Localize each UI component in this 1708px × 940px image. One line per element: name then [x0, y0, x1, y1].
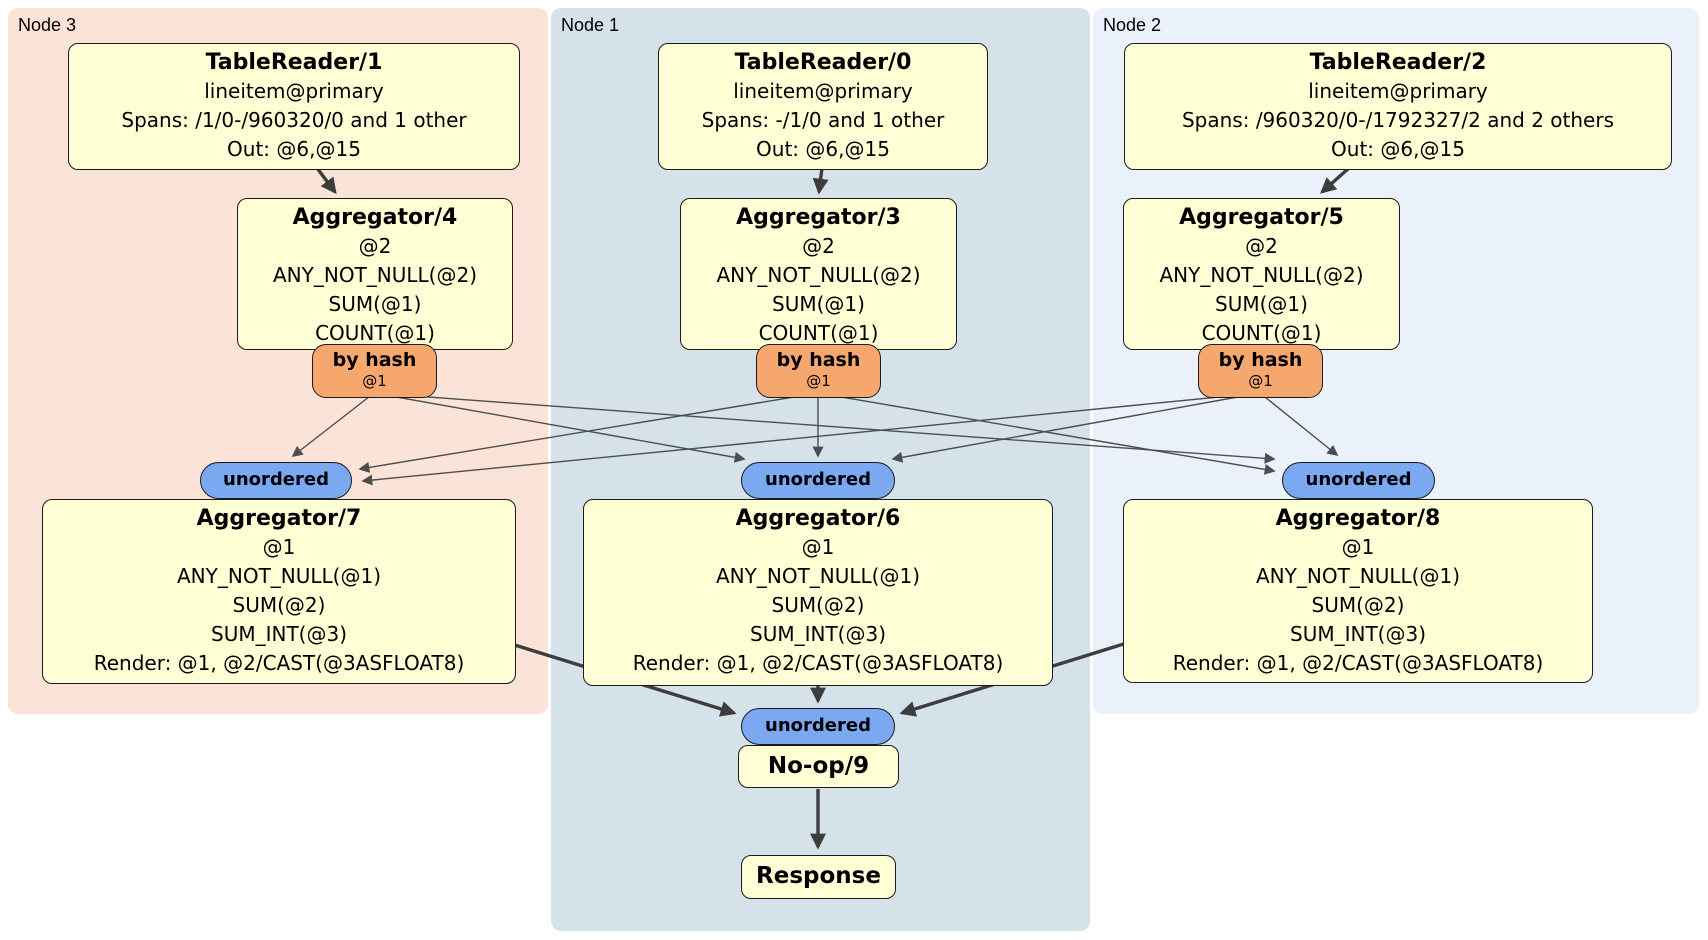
processor-noop: No-op/9: [738, 745, 899, 788]
processor-title: Aggregator/5: [1179, 205, 1344, 230]
processor-line: Spans: -/1/0 and 1 other: [701, 108, 945, 132]
processor-tablereader-2: TableReader/2 lineitem@primary Spans: /9…: [1124, 43, 1672, 170]
router-sublabel: @1: [1248, 372, 1273, 390]
processor-title: TableReader/0: [734, 50, 912, 75]
processor-title: Response: [756, 863, 881, 889]
processor-line: ANY_NOT_NULL(@1): [1256, 564, 1460, 588]
processor-aggregator-3: Aggregator/3 @2 ANY_NOT_NULL(@2) SUM(@1)…: [680, 198, 957, 350]
processor-title: Aggregator/6: [735, 506, 901, 531]
processor-line: @1: [801, 535, 835, 559]
processor-line: Render: @1, @2/CAST(@3ASFLOAT8): [1172, 651, 1544, 675]
processor-title: TableReader/2: [1309, 50, 1487, 75]
processor-line: Out: @6,@15: [1331, 137, 1465, 161]
router-by-hash-3: by hash @1: [756, 344, 881, 398]
processor-title: Aggregator/8: [1275, 506, 1441, 531]
processor-line: @2: [802, 234, 835, 258]
group-node-2-label: Node 2: [1103, 15, 1162, 35]
sync-unordered-agg8: unordered: [1282, 462, 1435, 499]
processor-line: SUM(@2): [1311, 593, 1405, 617]
sync-unordered-agg6: unordered: [741, 462, 895, 499]
router-by-hash-4: by hash @1: [312, 344, 437, 398]
processor-line: Spans: /960320/0-/1792327/2 and 2 others: [1181, 108, 1614, 132]
processor-title: Aggregator/4: [292, 205, 458, 230]
processor-line: lineitem@primary: [204, 79, 384, 103]
edge-tr2-agg5: [1320, 166, 1351, 194]
edge-tr0-agg3: [812, 167, 829, 195]
processor-aggregator-6: Aggregator/6 @1 ANY_NOT_NULL(@1) SUM(@2)…: [583, 499, 1053, 686]
processor-line: @2: [358, 234, 392, 258]
edge-router3-sync7: [358, 392, 819, 473]
processor-line: lineitem@primary: [733, 79, 913, 103]
processor-line: lineitem@primary: [1308, 79, 1488, 103]
router-sublabel: @1: [806, 372, 831, 390]
router-by-hash-5: by hash @1: [1198, 344, 1323, 398]
processor-aggregator-5: Aggregator/5 @2 ANY_NOT_NULL(@2) SUM(@1)…: [1123, 198, 1400, 350]
edge-router4-sync7: [291, 392, 375, 458]
router-sublabel: @1: [362, 372, 387, 390]
group-node-1-label: Node 1: [561, 15, 620, 35]
sync-label: unordered: [1305, 469, 1412, 490]
processor-title: Aggregator/3: [736, 205, 901, 230]
processor-aggregator-8: Aggregator/8 @1 ANY_NOT_NULL(@1) SUM(@2)…: [1123, 499, 1593, 683]
router-label: by hash: [1218, 349, 1303, 371]
sync-unordered-final: unordered: [741, 708, 895, 745]
processor-line: Out: @6,@15: [756, 137, 890, 161]
processor-line: COUNT(@1): [315, 321, 435, 345]
processor-line: COUNT(@1): [1201, 321, 1322, 345]
processor-response: Response: [741, 855, 896, 899]
edge-router5-sync8: [1259, 392, 1339, 457]
processor-line: @1: [1341, 535, 1375, 559]
processor-line: SUM(@1): [772, 292, 865, 316]
processor-line: ANY_NOT_NULL(@1): [716, 564, 920, 588]
router-label: by hash: [332, 349, 417, 371]
sync-label: unordered: [223, 469, 329, 490]
processor-line: SUM(@2): [232, 593, 326, 617]
processor-line: SUM_INT(@3): [750, 622, 886, 646]
processor-line: @1: [262, 535, 296, 559]
processor-tablereader-1: TableReader/1 lineitem@primary Spans: /1…: [68, 43, 520, 170]
processor-line: ANY_NOT_NULL(@1): [177, 564, 381, 588]
processor-aggregator-7: Aggregator/7 @1 ANY_NOT_NULL(@1) SUM(@2)…: [42, 499, 516, 684]
group-node-3-label: Node 3: [18, 15, 77, 35]
processor-line: @2: [1245, 234, 1278, 258]
processor-title: TableReader/1: [205, 50, 383, 75]
edge-router4-sync8: [373, 392, 1276, 464]
processor-line: Render: @1, @2/CAST(@3ASFLOAT8): [93, 651, 465, 675]
sync-label: unordered: [765, 469, 871, 490]
processor-line: SUM_INT(@3): [211, 622, 347, 646]
edge-router5-sync6: [891, 392, 1261, 463]
processor-line: SUM(@1): [1215, 292, 1308, 316]
processor-line: SUM(@2): [771, 593, 865, 617]
processor-aggregator-4: Aggregator/4 @2 ANY_NOT_NULL(@2) SUM(@1)…: [237, 198, 513, 350]
processor-line: SUM_INT(@3): [1290, 622, 1426, 646]
edge-router5-sync7: [361, 392, 1261, 486]
router-label: by hash: [776, 349, 861, 371]
processor-line: Out: @6,@15: [227, 137, 361, 161]
processor-line: ANY_NOT_NULL(@2): [273, 263, 477, 287]
processor-title: No-op/9: [767, 753, 870, 779]
processor-line: SUM(@1): [328, 292, 422, 316]
processor-tablereader-0: TableReader/0 lineitem@primary Spans: -/…: [658, 43, 988, 170]
processor-line: ANY_NOT_NULL(@2): [1159, 263, 1364, 287]
sync-label: unordered: [765, 715, 871, 736]
processor-line: ANY_NOT_NULL(@2): [716, 263, 921, 287]
processor-title: Aggregator/7: [196, 506, 362, 531]
edge-router4-sync6: [373, 392, 746, 463]
sync-unordered-agg7: unordered: [200, 462, 352, 499]
processor-line: COUNT(@1): [758, 321, 879, 345]
edge-tr1-agg4: [315, 166, 337, 195]
processor-line: Render: @1, @2/CAST(@3ASFLOAT8): [632, 651, 1004, 675]
processor-line: Spans: /1/0-/960320/0 and 1 other: [121, 108, 467, 132]
